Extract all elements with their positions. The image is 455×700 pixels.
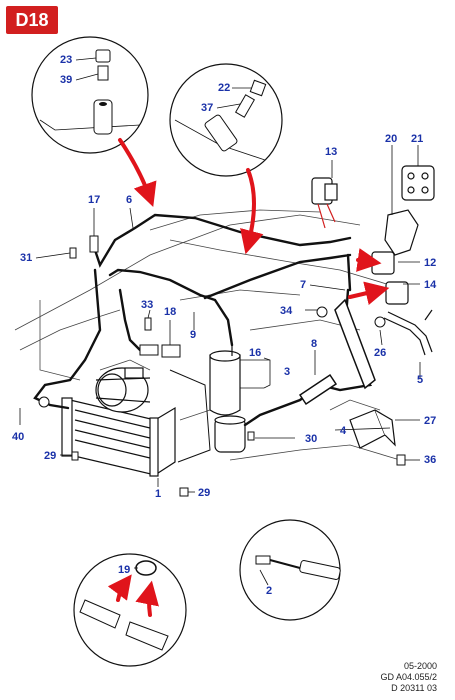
callout-17: 17: [88, 194, 100, 206]
callout-13: 13: [325, 146, 337, 158]
callout-34: 34: [280, 305, 293, 317]
fittings: [38, 235, 406, 497]
condenser: [61, 397, 176, 477]
callout-23: 23: [60, 54, 72, 66]
callout-21: 21: [411, 133, 423, 145]
callout-8: 8: [311, 338, 317, 350]
suction-hose: [298, 298, 376, 406]
footer-reference: GD A04.055/2: [380, 672, 437, 682]
callout-39: 39: [60, 74, 72, 86]
callout-6: 6: [126, 194, 132, 206]
compressor: [95, 367, 151, 413]
callout-1: 1: [155, 488, 161, 500]
callout-leaders: [19, 57, 421, 586]
callout-4: 4: [340, 425, 347, 437]
callout-16: 16: [249, 347, 261, 359]
document-footer: 05-2000 GD A04.055/2 D 20311 03: [380, 661, 437, 694]
callout-36: 36: [424, 454, 436, 466]
callout-7: 7: [300, 279, 306, 291]
callout-22: 22: [218, 82, 230, 94]
radiator-outline: [169, 369, 211, 463]
callout-29-left: 29: [44, 450, 56, 462]
callout-37: 37: [201, 102, 213, 114]
red-indicator-arrows: [107, 138, 390, 617]
callout-12: 12: [424, 257, 436, 269]
callout-18: 18: [164, 306, 176, 318]
callout-29-bottom: 29: [198, 487, 210, 499]
callout-9: 9: [190, 329, 196, 341]
control-panel: [384, 165, 435, 256]
callout-3: 3: [284, 366, 290, 378]
callout-labels: 23 39 22 37 13 20 21 17 6 31 12 7 14 33 …: [12, 54, 437, 597]
callout-2: 2: [266, 585, 272, 597]
detail-circle-orifice: [239, 519, 341, 621]
callout-30: 30: [305, 433, 317, 445]
footer-drawing-number: D 20311 03: [391, 683, 437, 693]
callout-31: 31: [20, 252, 32, 264]
callout-19: 19: [118, 564, 130, 576]
footer-date: 05-2000: [403, 661, 437, 671]
receiver-drier: [209, 345, 241, 416]
page-label-badge: D18: [6, 6, 58, 34]
accumulator: [214, 415, 246, 453]
mounting-strap: [383, 309, 433, 356]
callout-20: 20: [385, 133, 397, 145]
callout-26: 26: [374, 347, 386, 359]
detail-circle-valve-cap: [31, 36, 149, 154]
callout-5: 5: [417, 374, 423, 386]
callout-14: 14: [424, 279, 437, 291]
callout-33: 33: [141, 299, 153, 311]
detail-circle-service-valve: [169, 63, 283, 177]
callout-40: 40: [12, 431, 24, 443]
callout-27: 27: [424, 415, 436, 427]
